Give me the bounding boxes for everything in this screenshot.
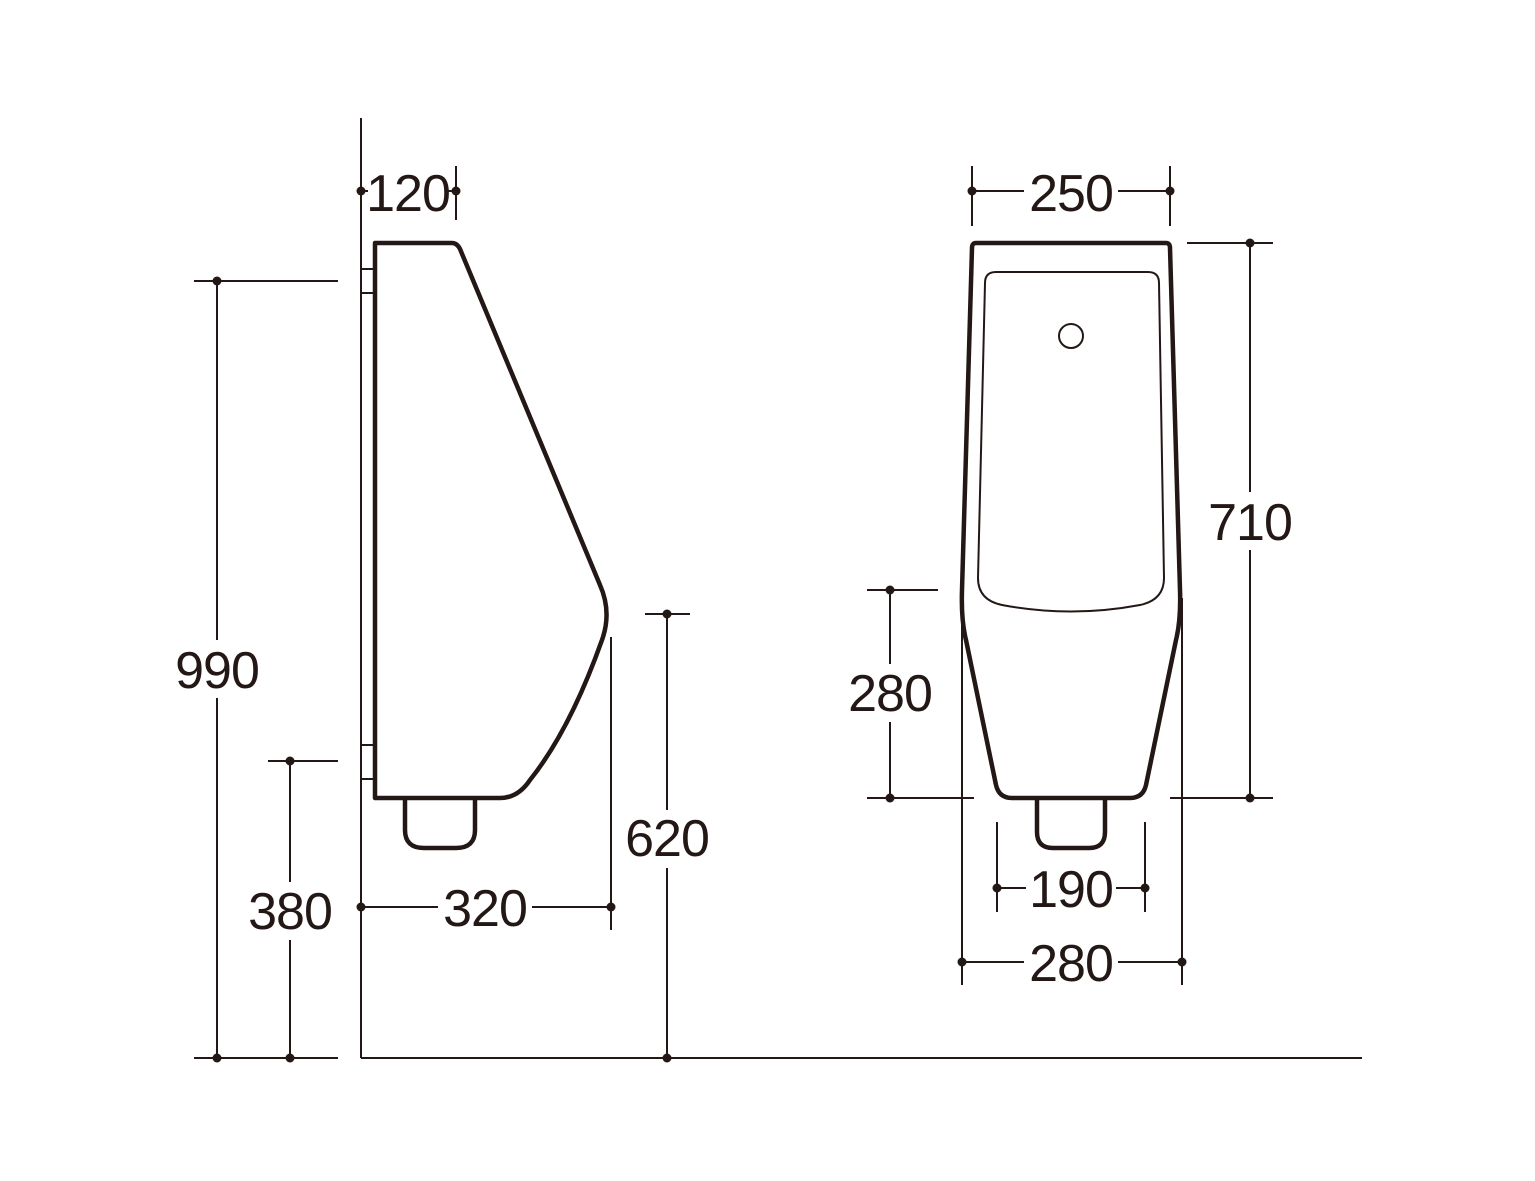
dim-990-label: 990 [175, 642, 259, 700]
dim-190-dot-right [1140, 883, 1150, 893]
dim-380-dot-top [285, 756, 295, 766]
side-body-outline [372, 240, 609, 801]
flush-inlet [1058, 323, 1084, 349]
dim-380-label: 380 [248, 883, 332, 941]
dim-990-dot-bottom [212, 1053, 222, 1063]
dim-620-dot-top [662, 609, 672, 619]
dim-710-dot-top [1245, 238, 1255, 248]
front-bowl-outline [976, 271, 1166, 613]
dim-120-dot-right [451, 186, 461, 196]
dim-990-dot-top [212, 276, 222, 286]
dim-280h-label: 280 [848, 665, 932, 723]
dim-190-dot-left [992, 883, 1002, 893]
dim-250-label: 250 [1029, 165, 1113, 223]
dim-280w-dot-right [1177, 957, 1187, 967]
front-view: 250 710 280 190 280 [843, 164, 1294, 993]
dim-380-dot-bottom [285, 1053, 295, 1063]
dim-620-label: 620 [625, 810, 709, 868]
dim-620-dot-bottom [662, 1053, 672, 1063]
dim-320-dot-right [606, 902, 616, 912]
dim-250-dot-left [967, 186, 977, 196]
dim-280w-label: 280 [1029, 935, 1113, 993]
dim-320-dot-left [356, 902, 366, 912]
dim-320-label: 320 [443, 880, 527, 938]
dim-250-dot-right [1165, 186, 1175, 196]
dim-120-label: 120 [366, 165, 450, 223]
dim-280w-dot-left [957, 957, 967, 967]
dim-710-dot-bottom [1245, 793, 1255, 803]
dim-280h-dot-top [885, 585, 895, 595]
dim-710-label: 710 [1208, 494, 1292, 552]
side-view: 120 990 380 320 620 [170, 118, 1362, 1063]
side-outlet [402, 797, 478, 851]
dim-120-dot-left [356, 186, 366, 196]
front-outlet [1034, 797, 1108, 851]
dim-190-label: 190 [1029, 861, 1113, 919]
dim-280h-dot-bottom [885, 793, 895, 803]
front-body-outline [959, 240, 1183, 801]
